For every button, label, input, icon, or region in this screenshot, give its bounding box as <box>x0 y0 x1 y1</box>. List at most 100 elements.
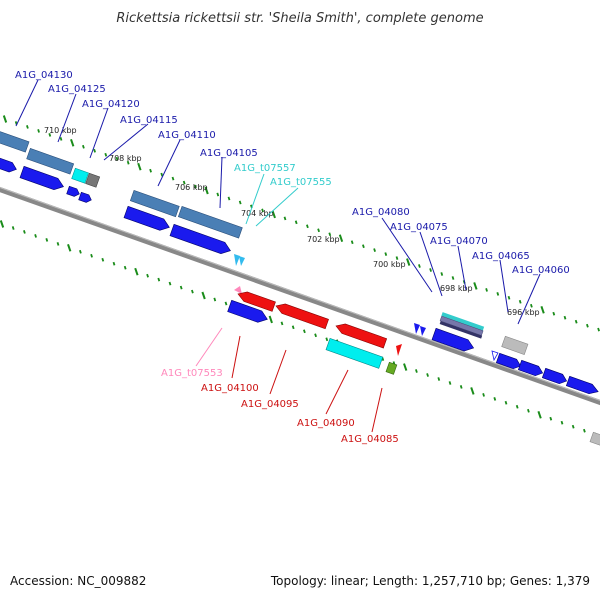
gene-label[interactable]: A1G_04065 <box>472 251 530 262</box>
gene-label[interactable]: A1G_04090 <box>297 418 355 429</box>
kbp-label: 700 kbp <box>373 260 406 269</box>
misc-block[interactable] <box>385 361 398 375</box>
tick-mark <box>493 397 497 401</box>
tick-mark <box>504 400 508 405</box>
tick-mark <box>560 420 564 425</box>
tick-mark <box>527 408 530 413</box>
gene-arrow[interactable] <box>495 352 522 370</box>
gene-arrow-reverse[interactable] <box>236 289 276 312</box>
cds-block[interactable] <box>26 148 75 175</box>
tick-mark <box>194 184 197 189</box>
gene-label[interactable]: A1G_04110 <box>158 130 216 141</box>
kbp-label: 710 kbp <box>44 126 77 135</box>
gene-arrow[interactable] <box>517 359 544 377</box>
tick-mark <box>137 162 142 171</box>
tick-mark <box>515 404 519 409</box>
gene-arrow[interactable] <box>78 191 93 204</box>
gene-arrow-reverse-small[interactable] <box>396 344 402 356</box>
tick-mark <box>470 387 475 395</box>
gene-arrow[interactable] <box>541 367 568 385</box>
misc-block[interactable] <box>501 335 529 355</box>
cds-block[interactable] <box>439 315 484 336</box>
gene-label[interactable]: A1G_04105 <box>200 148 258 159</box>
gene-label[interactable]: A1G_t07555 <box>270 177 332 188</box>
tick-mark <box>306 224 309 229</box>
tick-mark <box>314 333 317 338</box>
gene-arrow-small[interactable] <box>414 323 420 334</box>
tick-mark <box>201 291 206 300</box>
gene-arrow[interactable] <box>123 205 171 233</box>
gene-arrow[interactable] <box>169 223 232 256</box>
tick-mark <box>90 253 93 258</box>
tick-mark <box>294 220 298 225</box>
tick-mark <box>48 133 52 137</box>
tick-mark <box>0 220 5 228</box>
tick-mark <box>79 249 82 254</box>
gene-arrow[interactable] <box>66 185 81 198</box>
tick-mark <box>540 305 545 314</box>
tick-mark <box>451 276 455 280</box>
tick-mark <box>59 137 63 141</box>
cds-block[interactable] <box>439 321 483 339</box>
gene-arrow[interactable] <box>565 375 600 396</box>
tick-mark <box>280 321 284 326</box>
trna-band[interactable] <box>441 312 485 331</box>
tick-mark <box>45 238 49 242</box>
tick-mark <box>146 273 149 278</box>
tick-mark <box>583 428 586 433</box>
tick-mark <box>2 115 8 123</box>
gene-arrow[interactable] <box>19 165 65 192</box>
tick-mark <box>507 295 511 300</box>
gene-arrow[interactable] <box>227 299 270 325</box>
tick-mark <box>283 216 287 221</box>
gene-label[interactable]: A1G_04085 <box>341 434 399 445</box>
genome-title: Rickettsia rickettsii str. 'Sheila Smith… <box>116 11 483 26</box>
gene-arrow-small[interactable] <box>491 350 499 362</box>
tick-mark <box>552 311 556 316</box>
cds-block[interactable] <box>129 189 180 218</box>
trna-marker[interactable] <box>234 254 240 266</box>
tick-mark <box>485 288 488 292</box>
tick-mark <box>418 264 421 268</box>
gene-label[interactable]: A1G_04070 <box>430 236 488 247</box>
kbp-label: 708 kbp <box>109 154 142 163</box>
tick-mark <box>563 315 567 320</box>
tick-mark <box>123 265 127 270</box>
trna-marker[interactable] <box>239 256 245 266</box>
gene-label[interactable]: A1G_t07553 <box>161 368 223 379</box>
gene-label[interactable]: A1G_t07557 <box>234 163 296 174</box>
gene-label[interactable]: A1G_04095 <box>241 399 299 410</box>
tick-mark <box>82 144 85 149</box>
tick-mark <box>338 234 344 243</box>
tick-mark <box>325 337 329 342</box>
gene-label[interactable]: A1G_04125 <box>48 84 106 95</box>
tick-mark <box>403 363 408 371</box>
cds-block-reverse[interactable] <box>325 337 384 369</box>
gene-label[interactable]: A1G_04130 <box>15 70 73 81</box>
gene-label[interactable]: A1G_04115 <box>120 115 178 126</box>
gene-arrow[interactable] <box>431 327 476 353</box>
misc-block[interactable] <box>85 172 101 188</box>
gene-arrow[interactable] <box>0 154 18 174</box>
trna-block[interactable] <box>71 167 89 184</box>
cds-block[interactable] <box>0 128 30 153</box>
misc-block[interactable] <box>589 431 600 447</box>
gene-label[interactable]: A1G_04100 <box>201 383 259 394</box>
tick-mark <box>23 230 26 234</box>
gene-label[interactable]: A1G_04120 <box>82 99 140 110</box>
gene-label[interactable]: A1G_04060 <box>512 265 570 276</box>
gene-label[interactable]: A1G_04080 <box>352 207 410 218</box>
tick-mark <box>574 319 578 324</box>
reverse-features <box>227 286 600 447</box>
tick-mark <box>586 323 589 328</box>
gene-label[interactable]: A1G_04075 <box>390 222 448 233</box>
pink-marker[interactable] <box>234 286 242 294</box>
gene-arrow-small[interactable] <box>420 326 426 336</box>
gene-arrow-reverse[interactable] <box>274 301 329 330</box>
cds-block[interactable] <box>177 205 243 239</box>
kbp-label: 698 kbp <box>440 284 473 293</box>
gene-arrow-reverse[interactable] <box>334 321 388 349</box>
tick-mark <box>93 148 96 153</box>
tick-mark <box>67 243 72 252</box>
tick-mark <box>303 329 306 334</box>
